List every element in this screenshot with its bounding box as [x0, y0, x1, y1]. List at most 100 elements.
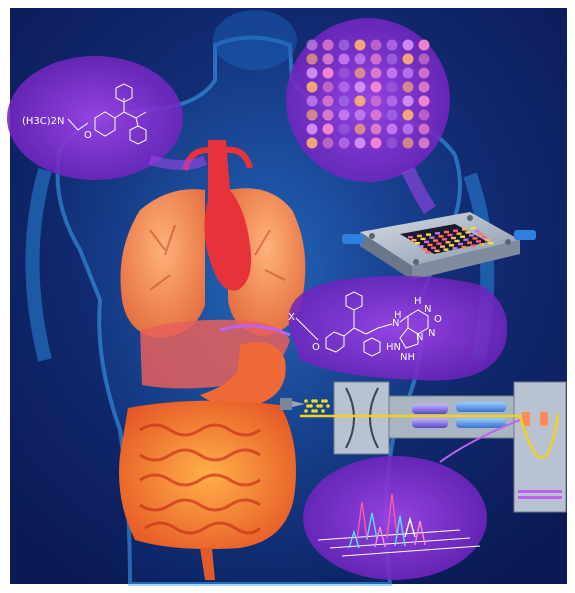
chip-well [473, 237, 478, 239]
molecule-right-n2: N [424, 304, 431, 315]
chip-well [435, 250, 440, 252]
well-dot [403, 138, 414, 149]
well-dot [419, 54, 430, 65]
chip-well [421, 238, 426, 240]
spray-droplet [319, 404, 323, 408]
well-dot [323, 82, 334, 93]
molecule-right-n3: N [428, 328, 435, 339]
well-dot [323, 138, 334, 149]
chip-well [415, 242, 420, 244]
well-dot [403, 54, 414, 65]
chip-well [433, 239, 438, 241]
well-dot [419, 68, 430, 79]
well-dot [339, 124, 350, 135]
well-dot [307, 54, 318, 65]
chip-well [426, 233, 431, 235]
chip-well [489, 242, 494, 244]
chip-well [482, 236, 487, 238]
well-dot [403, 124, 414, 135]
chip-well [424, 241, 429, 243]
molecule-right-oxygen: O [312, 342, 320, 353]
chip-well [485, 239, 490, 241]
well-dot [339, 138, 350, 149]
well-dot [323, 110, 334, 121]
well-dot [339, 110, 350, 121]
well-dot [419, 40, 430, 51]
well-dot [419, 124, 430, 135]
chip-well [475, 230, 480, 232]
well-dot [339, 40, 350, 51]
chip-well [417, 235, 422, 237]
well-dot [403, 110, 414, 121]
chip-inlet-left [342, 234, 364, 244]
chip-well [442, 238, 447, 240]
well-dot [355, 138, 366, 149]
well-dot [387, 68, 398, 79]
well-dot [419, 96, 430, 107]
chip-well [471, 245, 476, 247]
molecule-top-substituent: (H3C)2N [22, 116, 65, 127]
well-dot [419, 138, 430, 149]
molecule-right-x: X [288, 312, 295, 323]
well-dot [387, 96, 398, 107]
spray-droplet [304, 409, 308, 413]
well-dot [307, 82, 318, 93]
well-dot [323, 54, 334, 65]
well-dot [323, 40, 334, 51]
well-dot [307, 138, 318, 149]
chip-well [444, 231, 449, 233]
chip-well [462, 246, 467, 248]
well-dot [307, 96, 318, 107]
well-dot [371, 82, 382, 93]
well-dot [371, 138, 382, 149]
well-dot [307, 68, 318, 79]
well-dot [387, 40, 398, 51]
well-dot [371, 54, 382, 65]
chip-well [422, 248, 427, 250]
well-dot [339, 68, 350, 79]
well-dot [371, 110, 382, 121]
spray-droplet [321, 409, 325, 413]
well-dot [419, 82, 430, 93]
chip-well [460, 236, 465, 238]
well-dot [355, 40, 366, 51]
well-dot [355, 54, 366, 65]
well-dot [307, 110, 318, 121]
well-dot [371, 68, 382, 79]
well-dot [339, 82, 350, 93]
chip-well [430, 236, 435, 238]
chip-well [457, 233, 462, 235]
chip-well [444, 248, 449, 250]
well-dot [323, 96, 334, 107]
chip-well [464, 239, 469, 241]
chip-well [431, 247, 436, 249]
well-dot [371, 124, 382, 135]
well-dot [403, 68, 414, 79]
chip-well [448, 234, 453, 236]
chip-well [455, 240, 460, 242]
well-dot [307, 40, 318, 51]
chip-well [466, 231, 471, 233]
molecule-right-ring-nh: NH [400, 352, 415, 363]
chip-well [478, 233, 483, 235]
chip-well [449, 244, 454, 246]
well-dot [355, 110, 366, 121]
chip-well [462, 228, 467, 230]
well-dot [355, 96, 366, 107]
chip-well [480, 243, 485, 245]
spray-droplet [314, 409, 318, 413]
well-dot [339, 96, 350, 107]
well-dot [403, 40, 414, 51]
well-dot [387, 124, 398, 135]
well-dot [355, 68, 366, 79]
chip-well [437, 242, 442, 244]
chip-well [435, 232, 440, 234]
well-dot [387, 138, 398, 149]
well-dot [323, 68, 334, 79]
spray-droplet [314, 399, 318, 403]
molecule-right-ring-hn: HN [386, 342, 401, 353]
chip-well [451, 237, 456, 239]
chip-well [428, 244, 433, 246]
well-dot [355, 124, 366, 135]
molecule-right-h2: H [414, 296, 422, 307]
